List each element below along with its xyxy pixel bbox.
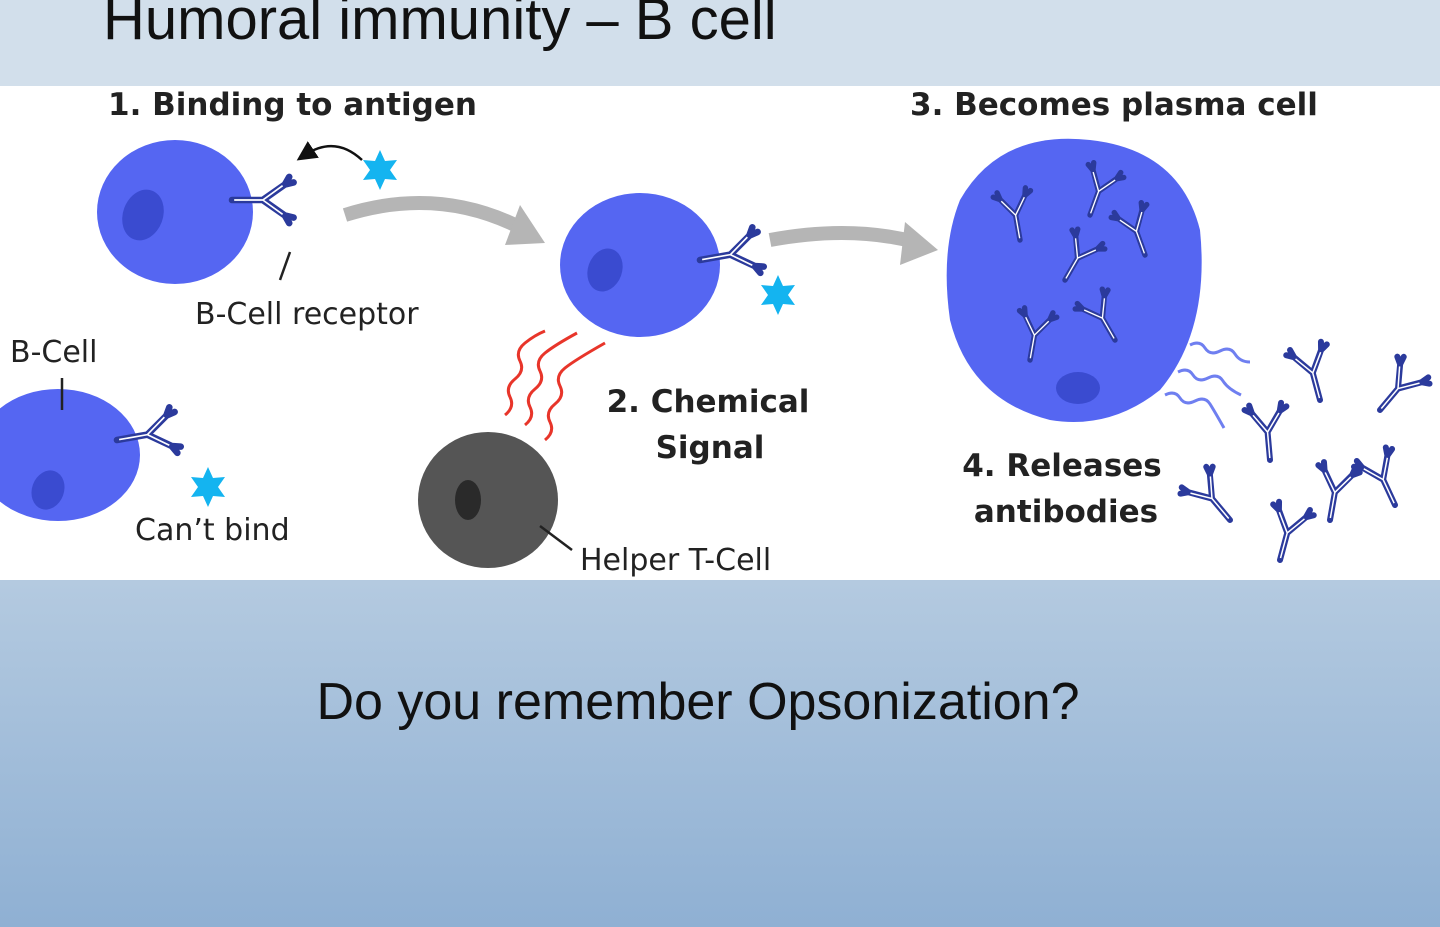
bcell-receptor-label: B-Cell receptor bbox=[195, 297, 419, 332]
bcell-binding: B-Cell receptor bbox=[97, 140, 419, 332]
unbound-antigen-star-icon bbox=[191, 467, 225, 507]
plasma-cell bbox=[946, 138, 1202, 422]
bcell-activated bbox=[560, 193, 795, 337]
slide-title: Humoral immunity – B cell bbox=[103, 0, 777, 52]
antigen-star-icon bbox=[363, 150, 397, 190]
cant-bind-label: Can’t bind bbox=[135, 513, 290, 548]
step4-label-line2: antibodies bbox=[974, 494, 1158, 530]
step2-label-line2: Signal bbox=[656, 430, 765, 466]
step4-label-line1: 4. Releases bbox=[962, 448, 1162, 484]
binding-arrow-icon bbox=[296, 141, 363, 161]
bcell-label: B-Cell bbox=[10, 335, 97, 370]
slide-bottom bbox=[0, 580, 1440, 927]
step1-label: 1. Binding to antigen bbox=[108, 87, 477, 123]
step3-label: 3. Becomes plasma cell bbox=[910, 87, 1318, 123]
release-waves-icon bbox=[1164, 341, 1251, 429]
process-arrow-1-icon bbox=[342, 196, 529, 237]
released-antibodies-icon bbox=[1178, 340, 1432, 565]
diagram-panel: 1. Binding to antigen 3. Becomes plasma … bbox=[0, 86, 1440, 580]
process-arrow-2-icon bbox=[768, 225, 917, 249]
helper-tcell: Helper T-Cell bbox=[418, 329, 771, 578]
bcell-cant-bind: B-Cell Can’t bind bbox=[0, 335, 290, 548]
bound-antigen-star-icon bbox=[761, 275, 795, 315]
chemical-signal-icon bbox=[504, 329, 606, 442]
humoral-immunity-diagram: 1. Binding to antigen 3. Becomes plasma … bbox=[0, 87, 1440, 578]
title-bar bbox=[0, 0, 1440, 86]
question-text: Do you remember Opsonization? bbox=[316, 673, 1080, 731]
helper-tcell-label: Helper T-Cell bbox=[580, 543, 771, 578]
step2-label-line1: 2. Chemical bbox=[607, 384, 810, 420]
